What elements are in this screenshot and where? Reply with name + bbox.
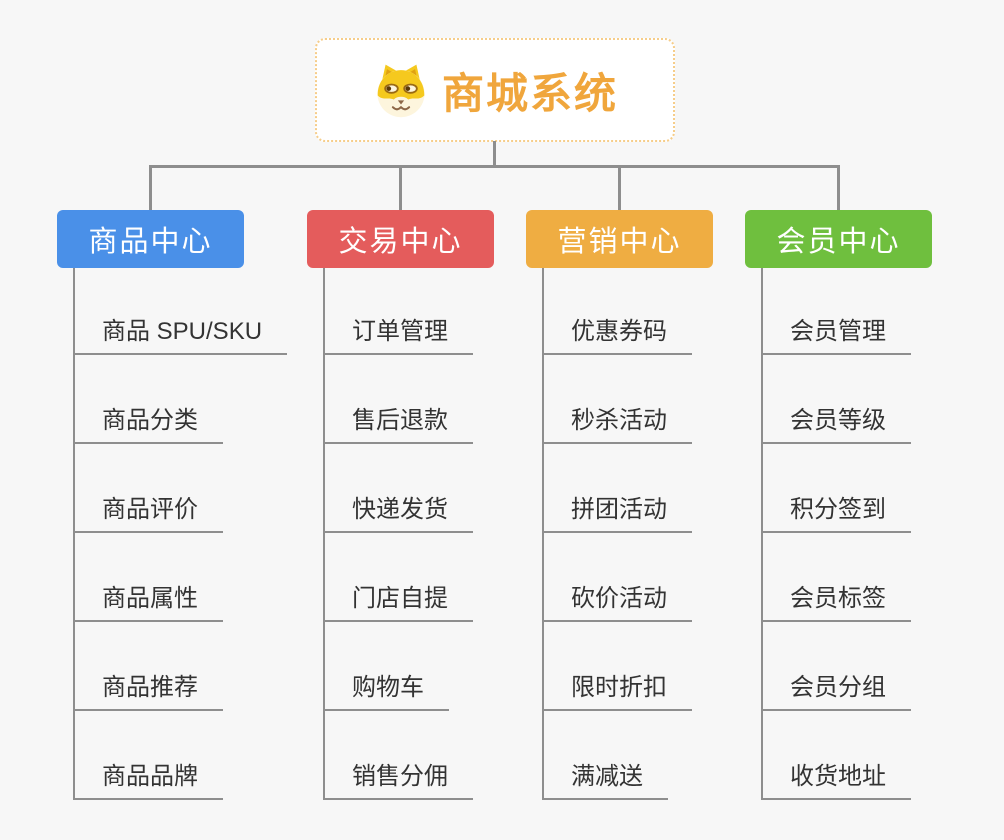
leaf-node[interactable]: 快递发货 xyxy=(325,444,473,533)
leaf-node[interactable]: 满减送 xyxy=(544,711,668,800)
leaf-node[interactable]: 订单管理 xyxy=(325,268,473,355)
leaf-node[interactable]: 拼团活动 xyxy=(544,444,692,533)
root-node[interactable]: 商城系统 xyxy=(315,38,675,142)
leaf-node[interactable]: 会员等级 xyxy=(763,355,911,444)
branch-node-member-center[interactable]: 会员中心 xyxy=(745,210,932,268)
branch-children-marketing-center: 优惠券码 秒杀活动 拼团活动 砍价活动 限时折扣 满减送 xyxy=(542,268,692,800)
dog-face-icon xyxy=(377,64,425,118)
connector-horizontal-bar xyxy=(149,165,840,168)
leaf-node[interactable]: 限时折扣 xyxy=(544,622,692,711)
leaf-node[interactable]: 商品 SPU/SKU xyxy=(75,268,288,355)
leaf-node[interactable]: 收货地址 xyxy=(763,711,911,800)
root-title: 商城系统 xyxy=(441,69,618,117)
leaf-node[interactable]: 商品属性 xyxy=(75,533,223,622)
leaf-node[interactable]: 商品品牌 xyxy=(75,711,223,800)
leaf-node[interactable]: 售后退款 xyxy=(325,355,473,444)
leaf-node[interactable]: 销售分佣 xyxy=(325,711,473,800)
branch-node-trade-center[interactable]: 交易中心 xyxy=(307,210,494,268)
leaf-node[interactable]: 商品评价 xyxy=(75,444,223,533)
leaf-node[interactable]: 砍价活动 xyxy=(544,533,692,622)
connector-branch-4 xyxy=(837,165,840,210)
leaf-node[interactable]: 优惠券码 xyxy=(544,268,692,355)
connector-branch-1 xyxy=(149,165,152,210)
branch-children-product-center: 商品 SPU/SKU 商品分类 商品评价 商品属性 商品推荐 商品品牌 xyxy=(73,268,288,800)
connector-root-vertical xyxy=(493,141,496,168)
leaf-node[interactable]: 积分签到 xyxy=(763,444,911,533)
connector-branch-3 xyxy=(618,165,621,210)
branch-node-product-center[interactable]: 商品中心 xyxy=(57,210,244,268)
branch-children-member-center: 会员管理 会员等级 积分签到 会员标签 会员分组 收货地址 xyxy=(761,268,911,800)
leaf-node[interactable]: 会员分组 xyxy=(763,622,911,711)
leaf-node[interactable]: 门店自提 xyxy=(325,533,473,622)
leaf-node[interactable]: 购物车 xyxy=(325,622,449,711)
leaf-node[interactable]: 会员管理 xyxy=(763,268,911,355)
connector-branch-2 xyxy=(399,165,402,210)
branch-children-trade-center: 订单管理 售后退款 快递发货 门店自提 购物车 销售分佣 xyxy=(323,268,473,800)
leaf-node[interactable]: 商品推荐 xyxy=(75,622,223,711)
leaf-node[interactable]: 会员标签 xyxy=(763,533,911,622)
branch-node-marketing-center[interactable]: 营销中心 xyxy=(526,210,713,268)
leaf-node[interactable]: 秒杀活动 xyxy=(544,355,692,444)
leaf-node[interactable]: 商品分类 xyxy=(75,355,223,444)
